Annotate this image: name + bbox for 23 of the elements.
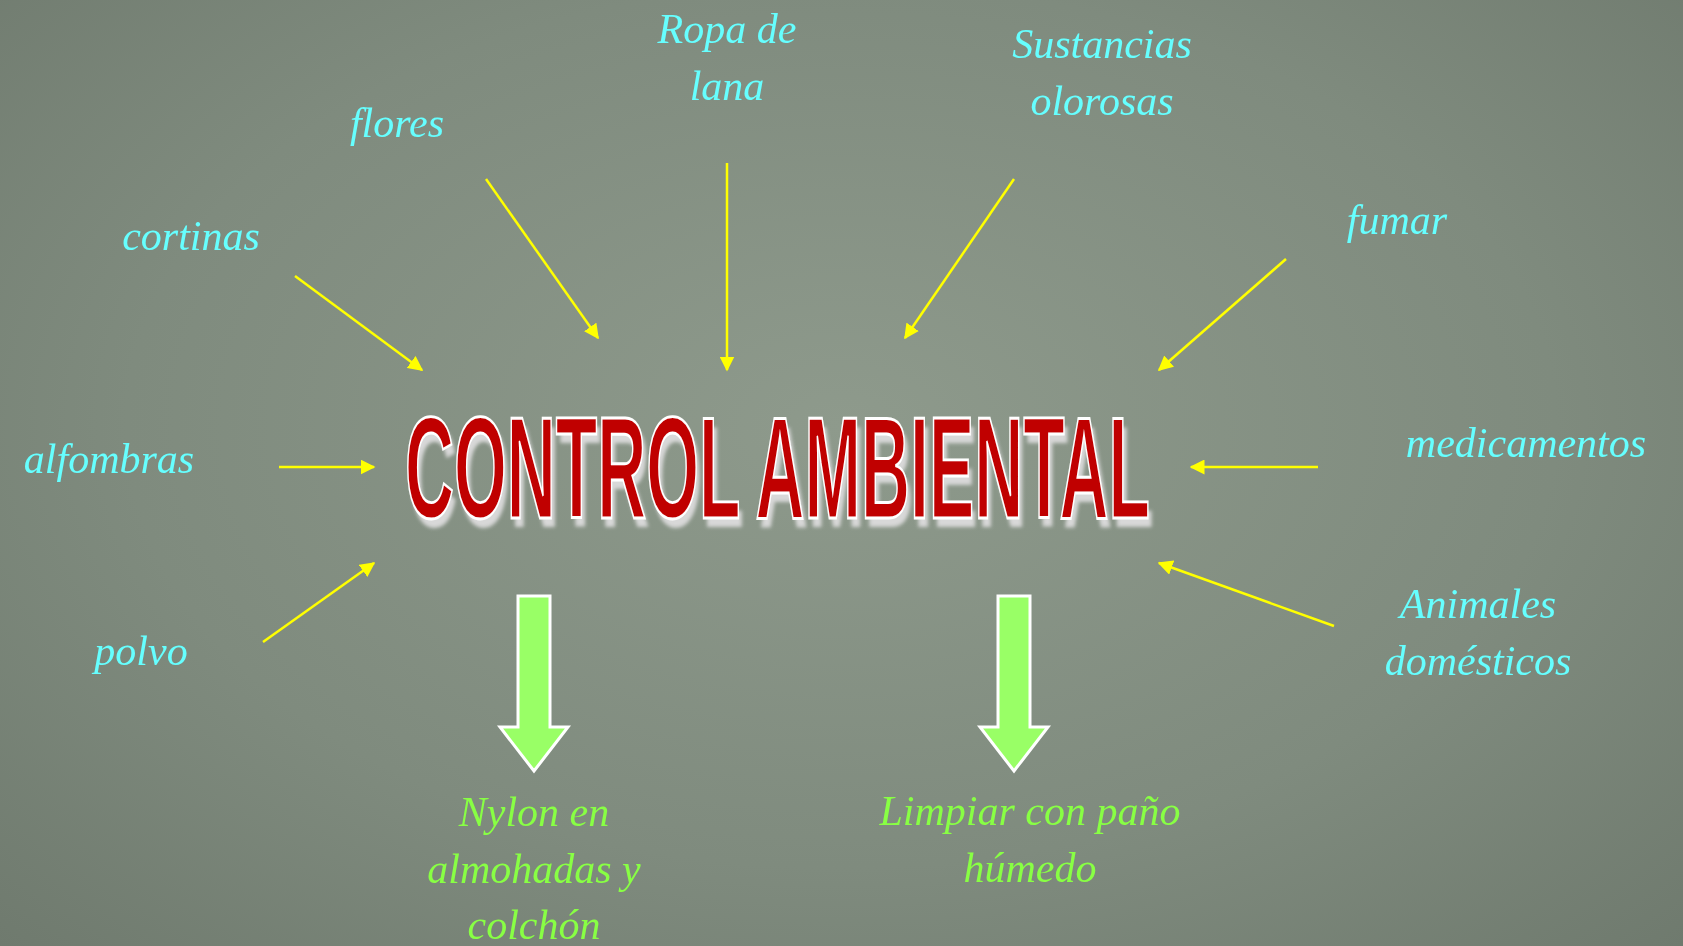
node-label: cortinas <box>81 207 301 265</box>
node-label: alfombras <box>0 430 229 488</box>
arrow <box>279 459 376 475</box>
arrow <box>484 178 600 340</box>
node-label: Ropa de lana <box>632 1 822 115</box>
arrow <box>903 178 1016 340</box>
arrow <box>1157 560 1335 628</box>
node-label: Limpiar con paño húmedo <box>840 783 1220 897</box>
arrow <box>262 562 376 643</box>
arrow <box>1189 459 1318 475</box>
block-arrow <box>976 594 1052 774</box>
node-label: polvo <box>51 622 231 680</box>
arrow <box>1157 258 1287 371</box>
node-label: Sustancias olorosas <box>982 16 1222 130</box>
arrow <box>294 275 424 371</box>
arrow <box>719 163 735 372</box>
node-label: medicamentos <box>1376 414 1676 472</box>
title-wordart: CONTROL AMBIENTAL <box>405 395 1151 540</box>
node-label: flores <box>297 94 497 152</box>
node-label: Animales domésticos <box>1353 576 1603 690</box>
node-label: Nylon en almohadas y colchón <box>399 783 669 946</box>
block-arrow <box>496 594 572 774</box>
node-label: fumar <box>1297 191 1497 249</box>
